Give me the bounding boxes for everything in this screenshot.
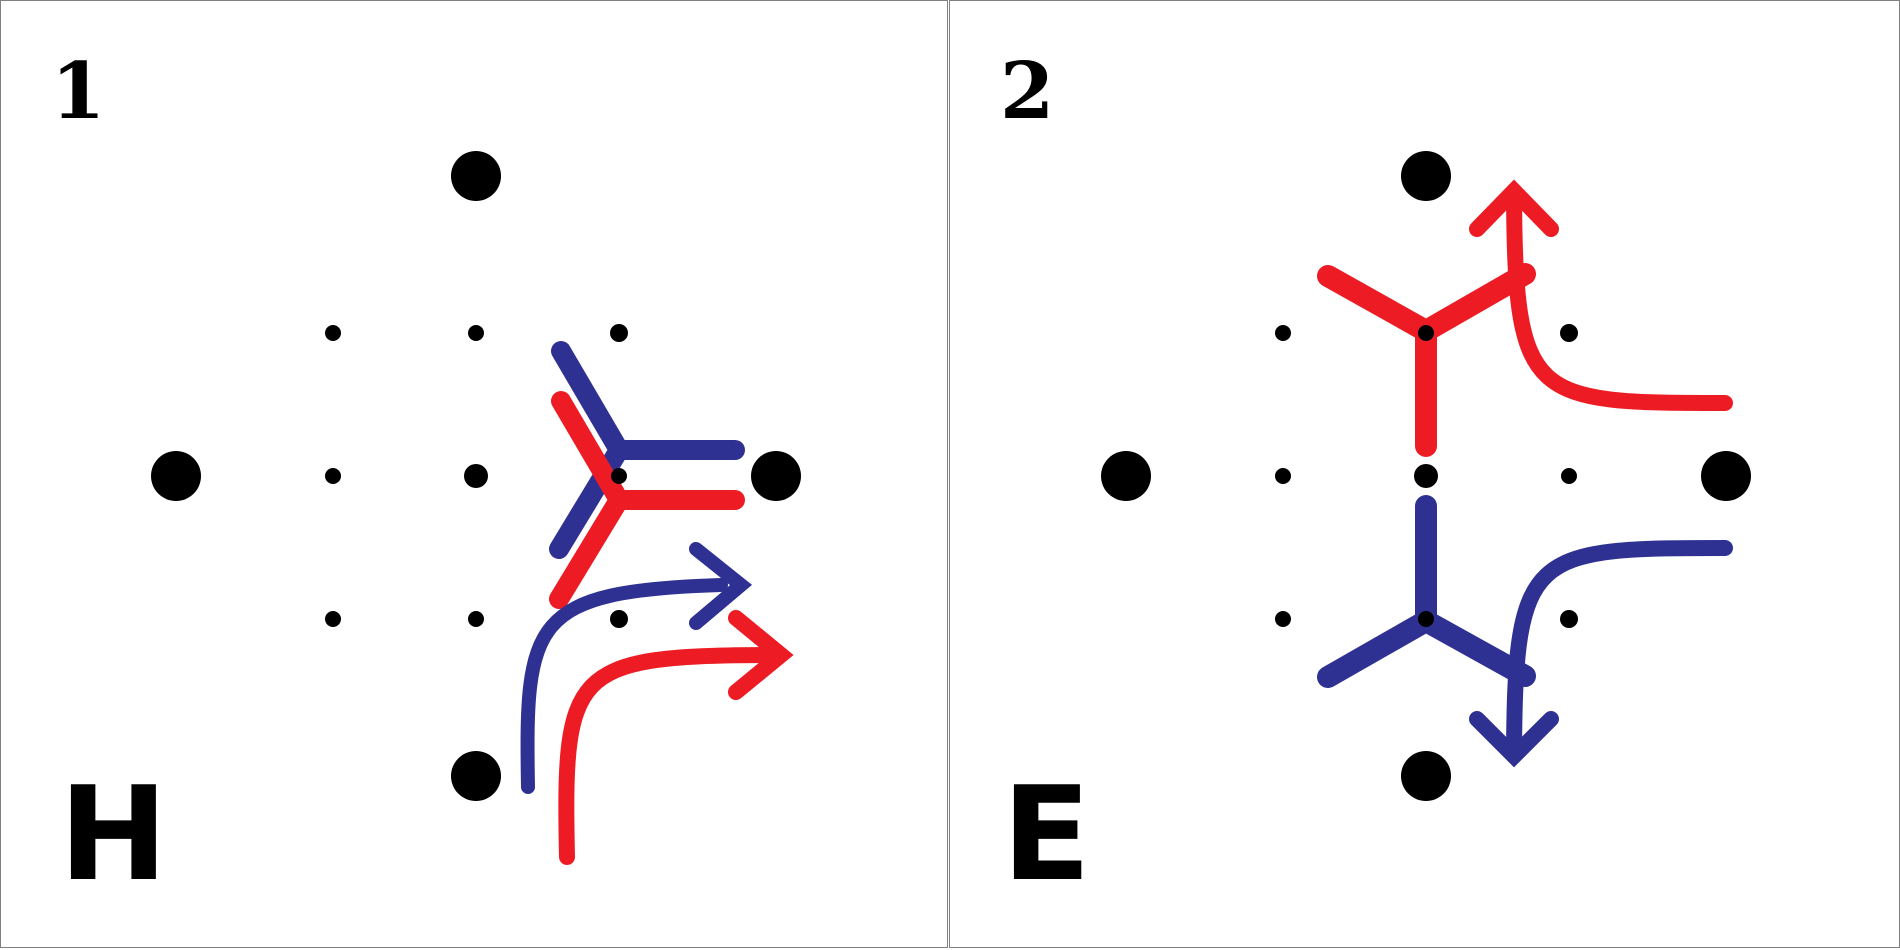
large-dot — [1701, 451, 1751, 501]
red-trident — [549, 391, 745, 609]
panel-letter: E — [1002, 758, 1091, 910]
panel-number: 1 — [51, 46, 106, 137]
center-dot — [611, 468, 627, 484]
small-dot — [464, 464, 488, 488]
small-dot — [1560, 324, 1578, 342]
small-dot — [1275, 468, 1291, 484]
red-curved-arrow — [558, 610, 794, 865]
small-dot — [1414, 464, 1438, 488]
panel-2-drawing — [1101, 151, 1751, 801]
large-dot — [151, 451, 201, 501]
large-dot — [751, 451, 801, 501]
large-dot — [451, 751, 501, 801]
small-dot — [610, 610, 628, 628]
bottom-center-dot — [1418, 611, 1434, 627]
small-dot — [325, 468, 341, 484]
panel-letter: H — [59, 758, 168, 910]
panel-1: 1 H — [0, 0, 948, 948]
blue-curved-arrow — [520, 542, 753, 794]
panel-1-drawing — [151, 151, 801, 865]
small-dot — [610, 324, 628, 342]
red-y-shape — [1317, 263, 1536, 457]
top-center-dot — [1418, 325, 1434, 341]
small-dot — [1275, 325, 1291, 341]
small-dot — [325, 611, 341, 627]
large-dot — [1401, 751, 1451, 801]
panel-2: 2 E — [949, 0, 1900, 948]
blue-inverted-y-shape — [1317, 495, 1536, 688]
small-dot — [468, 611, 484, 627]
small-dot — [1275, 611, 1291, 627]
red-up-arrow — [1469, 179, 1733, 411]
large-dot — [1401, 151, 1451, 201]
small-dot — [468, 325, 484, 341]
small-dot — [325, 325, 341, 341]
small-dot — [1561, 468, 1577, 484]
blue-down-arrow — [1469, 540, 1733, 768]
small-dot — [1560, 610, 1578, 628]
large-dot — [1101, 451, 1151, 501]
panel-number: 2 — [1000, 46, 1055, 137]
large-dot — [451, 151, 501, 201]
